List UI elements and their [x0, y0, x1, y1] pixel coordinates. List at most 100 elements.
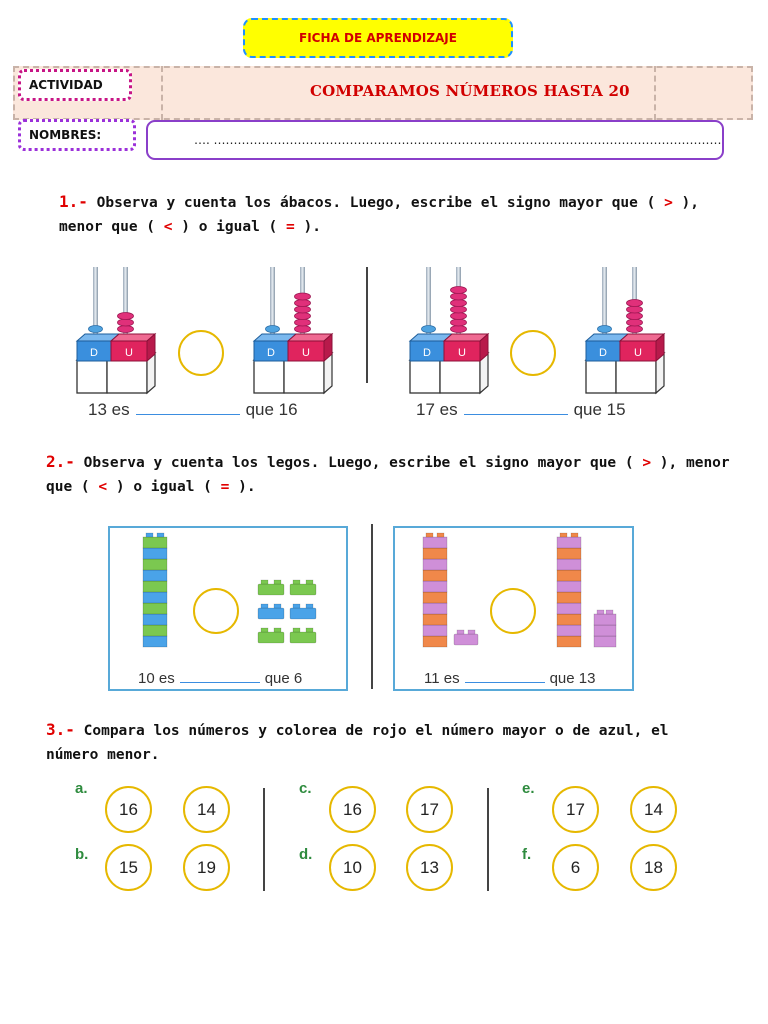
number-circle[interactable]: 14: [183, 786, 230, 833]
banner-divider: [161, 66, 163, 120]
lego-stud: [305, 603, 314, 609]
answer-blank[interactable]: [464, 668, 545, 683]
lego-brick: [422, 547, 448, 560]
units-bead: [294, 299, 311, 307]
sign-circle[interactable]: [510, 330, 556, 376]
names-dotted-line: …. .…………………………………………………………………………………………………: [194, 133, 724, 147]
lego-stud: [605, 609, 614, 615]
tens-label: D: [90, 347, 98, 359]
units-bead: [294, 325, 311, 333]
sign-circle[interactable]: [193, 588, 239, 634]
answer-blank[interactable]: [135, 398, 240, 415]
number-circle[interactable]: 17: [406, 786, 453, 833]
lego-illustrations: [142, 532, 617, 648]
lego-brick: [556, 558, 582, 571]
units-bead: [626, 312, 643, 320]
lego-brick: [289, 607, 317, 620]
lego-brick: [142, 558, 168, 571]
sign-circle[interactable]: [490, 588, 536, 634]
lego-brick: [422, 558, 448, 571]
abacus-base-box: [106, 359, 148, 394]
instruction-2: 2.- Observa y cuenta los legos. Luego, e…: [46, 452, 730, 495]
section-number: 1.-: [59, 192, 88, 211]
number-circle[interactable]: 18: [630, 844, 677, 891]
section-divider: [371, 524, 373, 689]
number-circle[interactable]: 16: [329, 786, 376, 833]
lego-brick: [257, 583, 285, 596]
number-circle[interactable]: 6: [552, 844, 599, 891]
lego-stud: [305, 579, 314, 585]
lego-brick: [593, 613, 617, 626]
number-circle[interactable]: 19: [183, 844, 230, 891]
lego-stud: [425, 532, 434, 538]
lego-brick: [142, 624, 168, 637]
units-bead: [117, 325, 134, 333]
number-circle[interactable]: 16: [105, 786, 152, 833]
lego-stud: [273, 579, 282, 585]
abacus-base-box: [76, 359, 108, 394]
number-circle[interactable]: 14: [630, 786, 677, 833]
number-circle[interactable]: 15: [105, 844, 152, 891]
lego-stud: [305, 627, 314, 633]
item-letter: f.: [522, 846, 532, 863]
lego-brick: [556, 613, 582, 626]
lego-brick: [422, 613, 448, 626]
lego-stud: [456, 629, 465, 635]
names-field[interactable]: …. .…………………………………………………………………………………………………: [146, 120, 724, 160]
lego-brick: [556, 536, 582, 549]
units-bead: [450, 299, 467, 307]
lego-brick: [142, 613, 168, 626]
lego-brick: [593, 635, 617, 648]
item-letter: d.: [299, 846, 313, 863]
lego-brick: [257, 607, 285, 620]
lego-brick: [556, 547, 582, 560]
abacus-base-box: [585, 359, 617, 394]
tens-bead: [265, 325, 280, 333]
lego-stud: [292, 627, 301, 633]
banner-divider: [654, 66, 656, 120]
answer-blank[interactable]: [463, 398, 568, 415]
number-circle[interactable]: 17: [552, 786, 599, 833]
abacus-base-box: [439, 359, 481, 394]
units-bead: [117, 318, 134, 327]
units-bead: [117, 312, 134, 320]
sign-circle[interactable]: [178, 330, 224, 376]
section-number: 3.-: [46, 720, 75, 739]
abacus-rod: [93, 267, 98, 341]
abacus-rod: [426, 267, 431, 341]
tens-bead: [421, 325, 436, 333]
answer-blank[interactable]: [179, 668, 260, 683]
lego-stud: [145, 532, 154, 538]
lego-brick: [142, 547, 168, 560]
tens-bead: [597, 325, 612, 333]
lego-brick: [556, 591, 582, 604]
units-label: U: [634, 347, 642, 359]
units-bead: [450, 325, 467, 333]
number-circle[interactable]: 13: [406, 844, 453, 891]
units-box-side: [655, 332, 665, 363]
abacus-rod: [270, 267, 275, 341]
lego-stud: [260, 579, 269, 585]
lego-stud: [292, 579, 301, 585]
instruction-3: 3.- Compara los números y colorea de roj…: [46, 720, 669, 763]
lego-stud: [273, 603, 282, 609]
lego-stud: [467, 629, 476, 635]
units-label: U: [458, 347, 466, 359]
nombres-tag: NOMBRES:: [18, 119, 136, 151]
number-circle[interactable]: 10: [329, 844, 376, 891]
activity-banner: [13, 66, 753, 120]
instruction-1: 1.- Observa y cuenta los ábacos. Luego, …: [59, 192, 700, 235]
units-bead: [450, 318, 467, 327]
lego-stud: [260, 603, 269, 609]
lego-stud: [292, 603, 301, 609]
units-bead: [294, 305, 311, 314]
item-letter: e.: [522, 780, 535, 797]
